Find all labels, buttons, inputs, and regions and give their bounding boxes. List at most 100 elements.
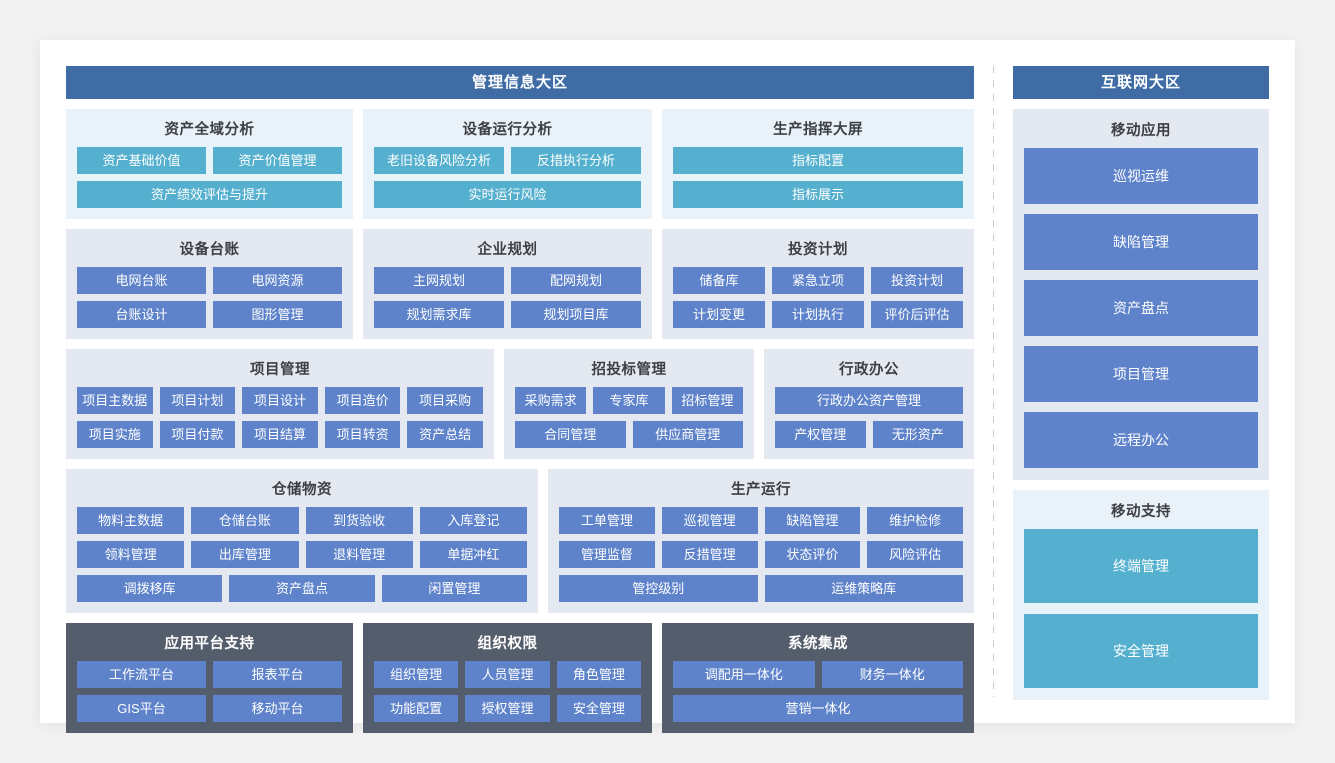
tile-人员管理[interactable]: 人员管理 bbox=[465, 661, 550, 688]
panel-body-production-command-screen: 指标配置指标展示 bbox=[673, 147, 963, 208]
tile-产权管理[interactable]: 产权管理 bbox=[775, 421, 866, 448]
tile-工作流平台[interactable]: 工作流平台 bbox=[77, 661, 206, 688]
tile-老旧设备风险分析[interactable]: 老旧设备风险分析 bbox=[374, 147, 504, 174]
tile-管理监督[interactable]: 管理监督 bbox=[559, 541, 655, 568]
tile-资产基础价值[interactable]: 资产基础价值 bbox=[77, 147, 206, 174]
panel-mobile-application: 移动应用巡视运维缺陷管理资产盘点项目管理远程办公 bbox=[1013, 109, 1269, 480]
tile-项目付款[interactable]: 项目付款 bbox=[159, 421, 236, 448]
tile-仓储台账[interactable]: 仓储台账 bbox=[191, 507, 299, 534]
tile-行政办公资产管理[interactable]: 行政办公资产管理 bbox=[775, 387, 963, 414]
tile-调配用一体化[interactable]: 调配用一体化 bbox=[673, 661, 815, 688]
tile-评价后评估[interactable]: 评价后评估 bbox=[871, 301, 963, 328]
tile-规划需求库[interactable]: 规划需求库 bbox=[374, 301, 504, 328]
tile-报表平台[interactable]: 报表平台 bbox=[213, 661, 342, 688]
tile-退料管理[interactable]: 退料管理 bbox=[305, 541, 413, 568]
tile-巡视运维[interactable]: 巡视运维 bbox=[1024, 148, 1258, 204]
tile-储备库[interactable]: 储备库 bbox=[673, 267, 765, 294]
tile-反措执行分析[interactable]: 反措执行分析 bbox=[511, 147, 641, 174]
tile-工单管理[interactable]: 工单管理 bbox=[559, 507, 655, 534]
tile-计划变更[interactable]: 计划变更 bbox=[673, 301, 765, 328]
tile-资产总结[interactable]: 资产总结 bbox=[407, 421, 483, 448]
tile-调拨移库[interactable]: 调拨移库 bbox=[77, 575, 223, 602]
tile-出库管理[interactable]: 出库管理 bbox=[191, 541, 299, 568]
tile-项目采购[interactable]: 项目采购 bbox=[407, 387, 483, 414]
tile-项目设计[interactable]: 项目设计 bbox=[242, 387, 318, 414]
panel-enterprise-planning: 企业规划主网规划配网规划规划需求库规划项目库 bbox=[363, 229, 652, 339]
panel-body-mobile-application: 巡视运维缺陷管理资产盘点项目管理远程办公 bbox=[1024, 148, 1258, 468]
tile-维护检修[interactable]: 维护检修 bbox=[867, 507, 963, 534]
tile-规划项目库[interactable]: 规划项目库 bbox=[511, 301, 641, 328]
tile-台账设计[interactable]: 台账设计 bbox=[77, 301, 206, 328]
tile-招标管理[interactable]: 招标管理 bbox=[671, 387, 743, 414]
tile-计划执行[interactable]: 计划执行 bbox=[772, 301, 864, 328]
tile-采购需求[interactable]: 采购需求 bbox=[515, 387, 587, 414]
tile-项目实施[interactable]: 项目实施 bbox=[77, 421, 153, 448]
tile-合同管理[interactable]: 合同管理 bbox=[515, 421, 626, 448]
tile-项目管理[interactable]: 项目管理 bbox=[1024, 346, 1258, 402]
tile-角色管理[interactable]: 角色管理 bbox=[556, 661, 641, 688]
panel-body-application-platform-support: 工作流平台报表平台 GIS平台移动平台 bbox=[77, 661, 342, 722]
tile-功能配置[interactable]: 功能配置 bbox=[374, 695, 459, 722]
module-row-4: 仓储物资物料主数据仓储台账到货验收入库登记领料管理出库管理退料管理单据冲红调拨移… bbox=[66, 469, 974, 613]
tile-管控级别[interactable]: 管控级别 bbox=[559, 575, 758, 602]
tile-远程办公[interactable]: 远程办公 bbox=[1024, 412, 1258, 468]
tile-物料主数据[interactable]: 物料主数据 bbox=[77, 507, 185, 534]
tile-安全管理[interactable]: 安全管理 bbox=[1024, 614, 1258, 688]
tile-终端管理[interactable]: 终端管理 bbox=[1024, 529, 1258, 603]
tile-闲置管理[interactable]: 闲置管理 bbox=[381, 575, 527, 602]
tile-组织管理[interactable]: 组织管理 bbox=[374, 661, 459, 688]
tile-运维策略库[interactable]: 运维策略库 bbox=[764, 575, 963, 602]
zone-left-header: 管理信息大区 bbox=[66, 66, 974, 99]
tile-row: 行政办公资产管理 bbox=[775, 387, 963, 414]
tile-状态评价[interactable]: 状态评价 bbox=[764, 541, 861, 568]
tile-row: 领料管理出库管理退料管理单据冲红 bbox=[77, 541, 527, 568]
tile-资产盘点[interactable]: 资产盘点 bbox=[229, 575, 375, 602]
tile-电网台账[interactable]: 电网台账 bbox=[77, 267, 206, 294]
tile-指标展示[interactable]: 指标展示 bbox=[673, 181, 963, 208]
tile-到货验收[interactable]: 到货验收 bbox=[305, 507, 413, 534]
tile-缺陷管理[interactable]: 缺陷管理 bbox=[764, 507, 861, 534]
tile-安全管理[interactable]: 安全管理 bbox=[556, 695, 641, 722]
tile-资产价值管理[interactable]: 资产价值管理 bbox=[213, 147, 342, 174]
tile-row: 调配用一体化财务一体化 bbox=[673, 661, 963, 688]
tile-巡视管理[interactable]: 巡视管理 bbox=[661, 507, 758, 534]
tile-无形资产[interactable]: 无形资产 bbox=[872, 421, 963, 448]
tile-row: 储备库紧急立项投资计划 bbox=[673, 267, 963, 294]
tile-供应商管理[interactable]: 供应商管理 bbox=[632, 421, 743, 448]
tile-GIS平台[interactable]: GIS平台 bbox=[77, 695, 206, 722]
tile-row: 规划需求库规划项目库 bbox=[374, 301, 641, 328]
tile-指标配置[interactable]: 指标配置 bbox=[673, 147, 963, 174]
tile-图形管理[interactable]: 图形管理 bbox=[213, 301, 342, 328]
tile-营销一体化[interactable]: 营销一体化 bbox=[673, 695, 963, 722]
tile-紧急立项[interactable]: 紧急立项 bbox=[772, 267, 864, 294]
tile-单据冲红[interactable]: 单据冲红 bbox=[419, 541, 527, 568]
tile-缺陷管理[interactable]: 缺陷管理 bbox=[1024, 214, 1258, 270]
tile-资产绩效评估与提升[interactable]: 资产绩效评估与提升 bbox=[77, 181, 342, 208]
tile-项目造价[interactable]: 项目造价 bbox=[324, 387, 401, 414]
tile-领料管理[interactable]: 领料管理 bbox=[77, 541, 185, 568]
tile-投资计划[interactable]: 投资计划 bbox=[871, 267, 963, 294]
tile-风险评估[interactable]: 风险评估 bbox=[867, 541, 963, 568]
panel-project-management: 项目管理项目主数据项目计划项目设计项目造价项目采购项目实施项目付款项目结算项目转… bbox=[66, 349, 494, 459]
tile-项目转资[interactable]: 项目转资 bbox=[324, 421, 401, 448]
tile-资产盘点[interactable]: 资产盘点 bbox=[1024, 280, 1258, 336]
module-row-3: 项目管理项目主数据项目计划项目设计项目造价项目采购项目实施项目付款项目结算项目转… bbox=[66, 349, 974, 459]
tile-实时运行风险[interactable]: 实时运行风险 bbox=[374, 181, 641, 208]
zone-management-information: 管理信息大区 资产全域分析资产基础价值资产价值管理资产绩效评估与提升设备运行分析… bbox=[66, 66, 974, 733]
tile-电网资源[interactable]: 电网资源 bbox=[213, 267, 342, 294]
tile-主网规划[interactable]: 主网规划 bbox=[374, 267, 504, 294]
tile-专家库[interactable]: 专家库 bbox=[593, 387, 665, 414]
tile-配网规划[interactable]: 配网规划 bbox=[511, 267, 641, 294]
tile-财务一体化[interactable]: 财务一体化 bbox=[821, 661, 963, 688]
tile-项目计划[interactable]: 项目计划 bbox=[159, 387, 236, 414]
panel-body-administrative-office: 行政办公资产管理产权管理无形资产 bbox=[775, 387, 963, 448]
tile-入库登记[interactable]: 入库登记 bbox=[419, 507, 527, 534]
tile-项目结算[interactable]: 项目结算 bbox=[242, 421, 318, 448]
panel-asset-global-analysis: 资产全域分析资产基础价值资产价值管理资产绩效评估与提升 bbox=[66, 109, 353, 219]
tile-授权管理[interactable]: 授权管理 bbox=[465, 695, 550, 722]
tile-项目主数据[interactable]: 项目主数据 bbox=[77, 387, 153, 414]
tile-反措管理[interactable]: 反措管理 bbox=[661, 541, 758, 568]
tile-移动平台[interactable]: 移动平台 bbox=[213, 695, 342, 722]
panel-body-bidding-management: 采购需求专家库招标管理合同管理供应商管理 bbox=[515, 387, 743, 448]
panel-title-investment-plan: 投资计划 bbox=[788, 242, 848, 258]
